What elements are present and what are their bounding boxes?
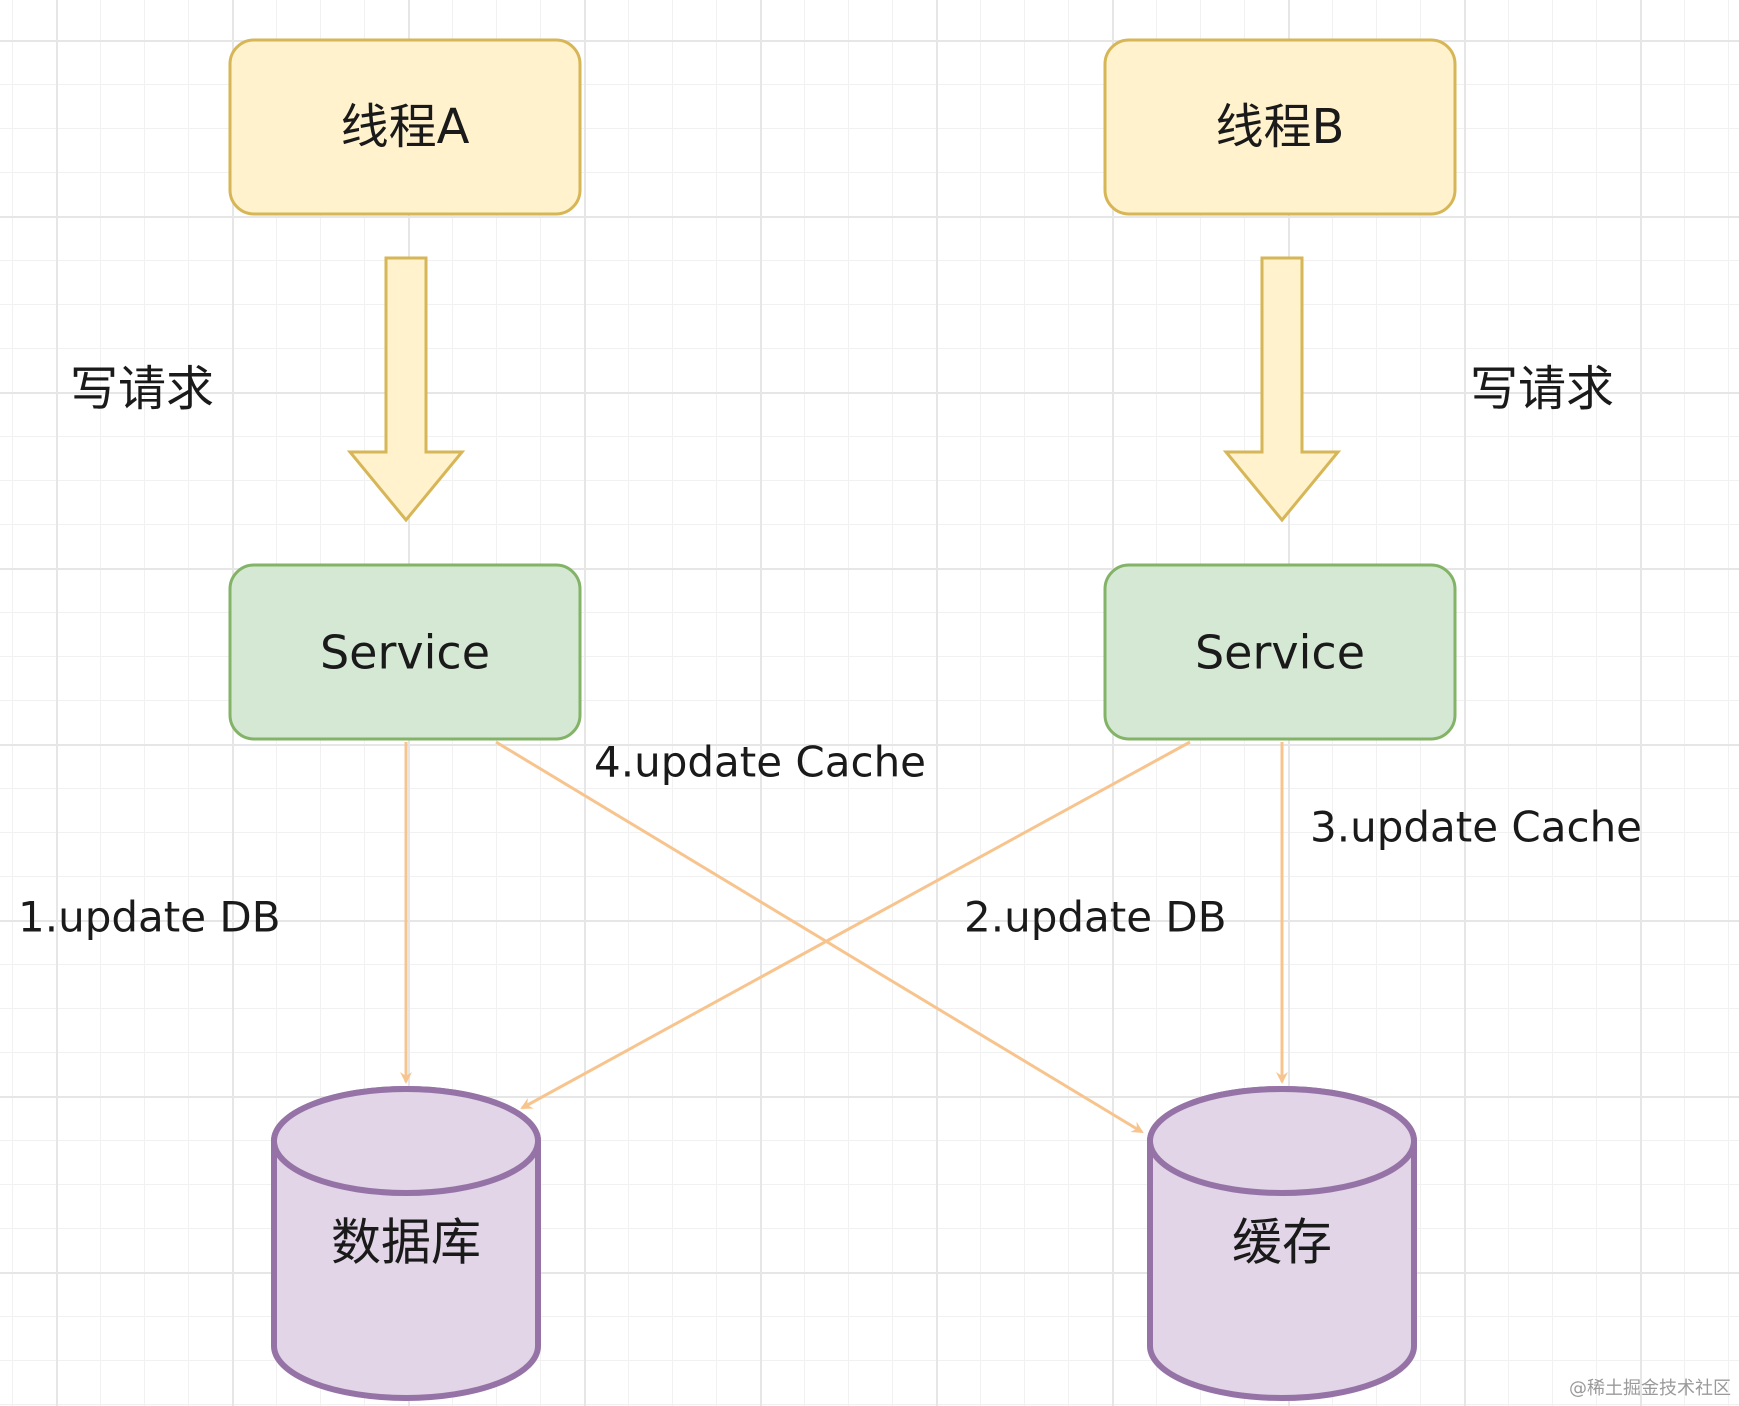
write-request-arrow-a [346,256,466,523]
service-b-box: Service [1103,563,1457,741]
database-cylinder: 数据库 [271,1086,541,1401]
edge-2-update-db [520,740,1191,1110]
thread-b-label: 线程B [1216,99,1345,155]
write-request-label-a: 写请求 [70,361,214,417]
edge-3-label: 3.update Cache [1310,803,1642,852]
database-label: 数据库 [331,1214,481,1272]
service-a-box: Service [228,563,582,741]
edge-4-update-cache [495,740,1144,1134]
thread-a-label: 线程A [341,99,470,155]
cache-cylinder: 缓存 [1147,1086,1417,1401]
thread-a-box: 线程A [228,38,582,216]
write-request-label-b: 写请求 [1470,361,1614,417]
edge-4-label: 4.update Cache [594,738,926,787]
service-a-label: Service [320,626,490,680]
thread-b-box: 线程B [1103,38,1457,216]
edge-1-label: 1.update DB [18,893,281,942]
write-request-arrow-b [1222,256,1342,523]
edge-2-label: 2.update DB [964,893,1227,942]
watermark: @稀土掘金技术社区 [1569,1378,1731,1399]
service-b-label: Service [1195,626,1365,680]
cache-label: 缓存 [1232,1214,1332,1272]
